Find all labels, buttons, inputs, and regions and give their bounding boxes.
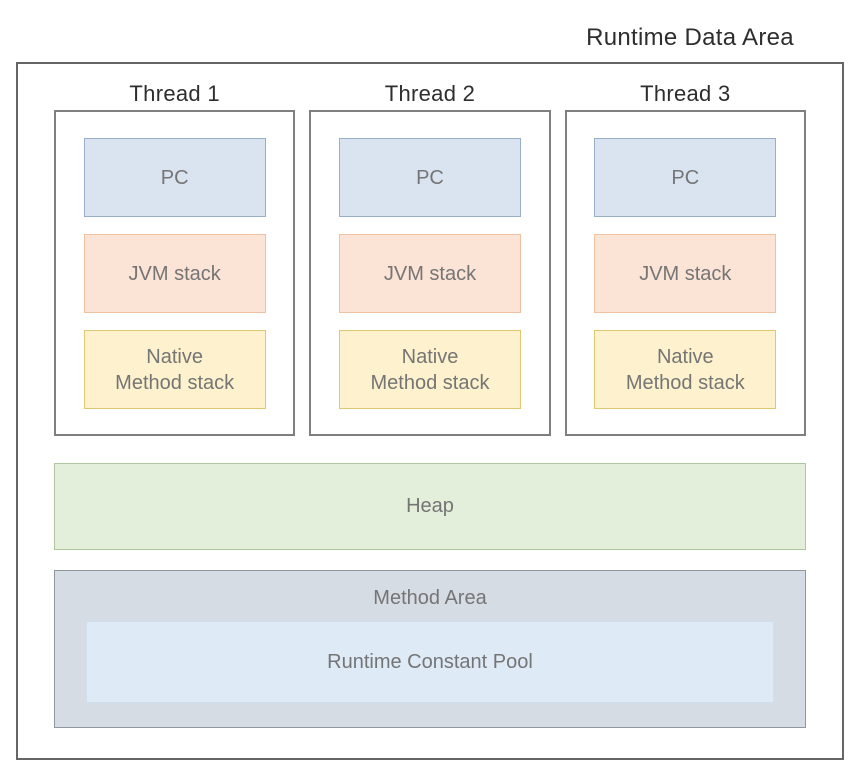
native-method-stack-label-line2: Method stack [370,371,490,394]
pc-label: PC [160,166,189,189]
jvm-stack-box: JVM stack [594,234,777,313]
heap-box: Heap [54,463,806,550]
native-method-stack-box: Native Method stack [594,330,777,409]
thread-1-box: PC JVM stack Native Method stack [54,110,296,436]
runtime-constant-pool-box: Runtime Constant Pool [86,621,774,703]
pc-box: PC [594,138,777,217]
thread-1-column: Thread 1 PC JVM stack Native Method stac… [54,80,296,436]
runtime-constant-pool-label: Runtime Constant Pool [327,650,533,673]
jvm-stack-box: JVM stack [338,234,521,313]
native-method-stack-label-line1: Native [401,345,459,368]
thread-2-box: PC JVM stack Native Method stack [309,110,551,436]
thread-2-column: Thread 2 PC JVM stack Native Method stac… [309,80,551,436]
native-method-stack-label-line1: Native [146,345,203,368]
thread-3-label: Thread 3 [640,81,731,106]
heap-label: Heap [406,495,454,517]
jvm-stack-label: JVM stack [383,262,477,285]
thread-3-column: Thread 3 PC JVM stack Native Method stac… [564,80,806,436]
pc-box: PC [83,138,266,217]
pc-box: PC [338,138,521,217]
pc-label: PC [416,166,444,189]
native-method-stack-label-line2: Method stack [625,371,745,394]
jvm-stack-box: JVM stack [83,234,266,313]
method-area-label: Method Area [373,587,487,609]
native-method-stack-label-line2: Method stack [115,371,235,394]
native-method-stack-box: Native Method stack [338,330,521,409]
threads-row: Thread 1 PC JVM stack Native Method stac… [54,80,806,436]
jvm-stack-label: JVM stack [128,262,221,285]
thread-1-label: Thread 1 [129,81,220,106]
native-method-stack-label-line1: Native [656,345,714,368]
thread-2-label: Thread 2 [384,81,476,106]
jvm-stack-label: JVM stack [639,262,732,285]
thread-3-box: PC JVM stack Native Method stack [564,110,806,436]
diagram-title: Runtime Data Area [586,24,794,51]
native-method-stack-box: Native Method stack [83,330,266,409]
runtime-data-area-frame: Thread 1 PC JVM stack Native Method stac… [16,62,844,760]
pc-label: PC [671,166,700,189]
method-area-box: Method Area Runtime Constant Pool [54,570,806,728]
